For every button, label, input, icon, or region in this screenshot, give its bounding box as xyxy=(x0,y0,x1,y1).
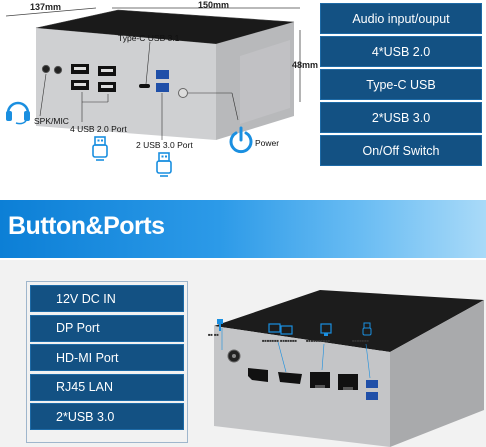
headphone-icon xyxy=(6,101,30,125)
usb-icon xyxy=(92,136,108,161)
feature-item-typec: Type-C USB xyxy=(320,69,482,100)
feature-item-power-switch: On/Off Switch xyxy=(320,135,482,166)
usb30-port-1 xyxy=(156,70,169,79)
display-mini-label: ■■■■■■■ ■■■■■■■ xyxy=(262,338,297,343)
front-feature-list: Audio input/ouput 4*USB 2.0 Type-C USB 2… xyxy=(320,3,482,168)
pc-side-rear xyxy=(390,300,484,447)
feature-item-hdmi: HD-MI Port xyxy=(30,344,184,371)
depth-dimension: 137mm xyxy=(30,2,62,12)
typec-port xyxy=(139,84,150,88)
feature-item-dp: DP Port xyxy=(30,314,184,342)
dc-plug-icon xyxy=(217,319,223,331)
spk-mic-callout-label: SPK/MIC xyxy=(34,116,69,126)
usb30-port-2 xyxy=(156,83,169,92)
hdmi-port xyxy=(278,372,302,384)
mini-pc-front-illustration xyxy=(5,7,301,140)
banner-title: Button&Ports xyxy=(8,212,165,240)
usb30-callout-label: 2 USB 3.0 Port xyxy=(136,140,193,150)
mini-pc-rear-illustration xyxy=(214,290,484,447)
power-callout-label: Power xyxy=(255,138,280,148)
typec-callout-label: Type-C USB 3.1 xyxy=(118,33,180,43)
rear-feature-list: 12V DC IN DP Port HD-MI Port RJ45 LAN 2*… xyxy=(26,281,188,443)
rj45-port-2 xyxy=(338,374,358,390)
usb30-rear-port-2 xyxy=(366,392,378,400)
depth-dimension-line xyxy=(5,7,97,17)
audio-jack-2 xyxy=(53,65,63,75)
power-button xyxy=(178,88,188,98)
usb30-rear-port-1 xyxy=(366,380,378,388)
usb-mini-label: ■■■■■■■ xyxy=(352,338,369,343)
usb-icon xyxy=(156,152,172,177)
section-banner: Button&Ports xyxy=(0,200,486,258)
rear-ports-section: 12V DC IN DP Port HD-MI Port RJ45 LAN 2*… xyxy=(0,260,486,447)
rj45-port-1 xyxy=(310,372,330,388)
feature-item-dc-in: 12V DC IN xyxy=(30,285,184,312)
feature-item-rj45: RJ45 LAN xyxy=(30,373,184,401)
width-dimension: 150mm xyxy=(198,0,230,10)
feature-item-usb30: 2*USB 3.0 xyxy=(320,102,482,133)
dc-in-mini-label: ■■ ■■ xyxy=(208,332,219,337)
usb-small-icon xyxy=(362,322,372,336)
network-icon xyxy=(320,323,332,336)
power-icon xyxy=(229,126,253,154)
height-dimension: 48mm xyxy=(292,60,319,70)
feature-item-usb20: 4*USB 2.0 xyxy=(320,36,482,67)
pc-lid-rear xyxy=(214,290,484,352)
audio-jack-1 xyxy=(41,64,51,74)
pc-front-face xyxy=(36,28,216,140)
pc-rear-face xyxy=(214,326,390,447)
dp-port xyxy=(248,368,268,382)
usb20-callout-label: 4 USB 2.0 Port xyxy=(70,124,127,134)
monitor-icon xyxy=(268,323,293,335)
front-ports-section: 137mm 150mm 48mm Type-C USB 3.1 SPK/MIC … xyxy=(0,0,486,196)
feature-item-usb30-rear: 2*USB 3.0 xyxy=(30,403,184,430)
feature-item-audio: Audio input/ouput xyxy=(320,3,482,34)
lan-mini-label: ■■■■■■■■■■ xyxy=(306,338,331,343)
